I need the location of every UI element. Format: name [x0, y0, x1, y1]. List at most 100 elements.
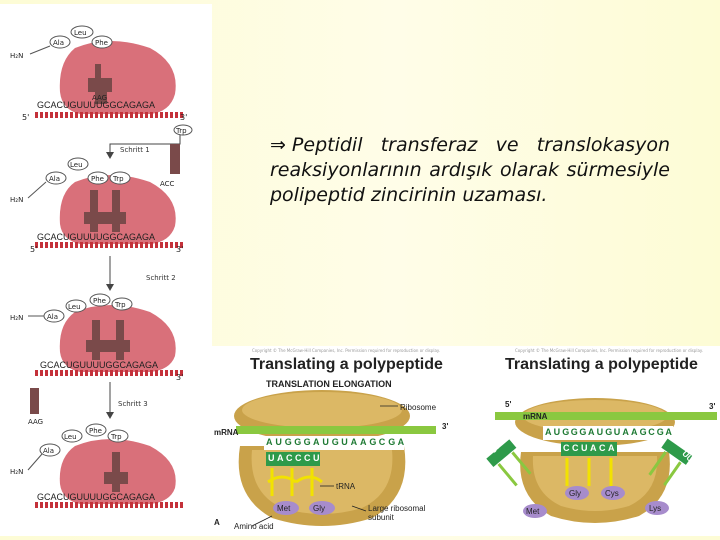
- nterm-0: H₂N: [10, 52, 23, 60]
- anticodon-a-1: A: [277, 453, 284, 463]
- amino-acid-label: Amino acid: [234, 522, 274, 531]
- anticodon-a-3: C: [295, 453, 302, 463]
- codon-b-11: G: [639, 427, 647, 437]
- prime5-b: 5': [505, 400, 512, 409]
- panel-letter-a: A: [214, 518, 220, 527]
- implies-arrow-icon: ⇒: [270, 134, 286, 156]
- aa-ala-3: Ala: [43, 447, 54, 455]
- large-subunit-label: Large ribosomal subunit: [368, 504, 426, 522]
- figure-translation-continued: Copyright © The McGraw-Hill Companies, I…: [485, 346, 720, 536]
- codon-a-11: G: [369, 437, 377, 447]
- codon-b-1: U: [553, 427, 561, 437]
- copyright-a: Copyright © The McGraw-Hill Companies, I…: [252, 348, 440, 353]
- aa-gly-b: Gly: [569, 489, 581, 498]
- nterm-2: H₂N: [10, 314, 23, 322]
- codon-b-0: A: [545, 427, 552, 437]
- prime3-b: 3': [709, 402, 716, 411]
- codon-b-5: A: [588, 427, 595, 437]
- aa-phe-1: Phe: [91, 175, 104, 183]
- anticodon-b-0: C: [563, 443, 570, 453]
- codon-a-3: G: [294, 437, 302, 447]
- prime5-0: 5': [22, 113, 29, 122]
- aa-gly-a: Gly: [313, 504, 325, 513]
- anticodon-a-5: U: [313, 453, 320, 463]
- step-label-1: Schritt 1: [120, 146, 150, 154]
- anticodon-a-2: C: [286, 453, 293, 463]
- anticodon-b-1: C: [572, 443, 579, 453]
- codon-b-6: U: [596, 427, 604, 437]
- anticodon-a-0: U: [268, 453, 275, 463]
- codon-b-9: A: [622, 427, 629, 437]
- figure-a-title: Translating a polypeptide: [250, 356, 443, 373]
- anticodon-b-4: C: [599, 443, 606, 453]
- aa-leu-0: Leu: [74, 29, 87, 37]
- trna-label: tRNA: [336, 482, 356, 491]
- codon-b-13: G: [656, 427, 664, 437]
- statement-text: Peptidil transferaz ve translokasyon rea…: [270, 134, 670, 206]
- anticodon-b-5: A: [608, 443, 615, 453]
- step-label-2: Schritt 2: [146, 274, 176, 282]
- aa-met-b: Met: [526, 507, 540, 516]
- mrna-label-b: mRNA: [523, 412, 548, 421]
- ribosome-label: Ribosome: [400, 403, 437, 412]
- prime3-2: 3': [176, 373, 183, 382]
- codon-a-2: G: [284, 437, 292, 447]
- anticodon-2: AAG: [28, 418, 43, 426]
- figure-a-subtitle: TRANSLATION ELONGATION: [266, 379, 392, 389]
- nterm-3: H₂N: [10, 468, 23, 476]
- prime3-0: 3': [180, 113, 187, 122]
- aa-ala-2: Ala: [47, 313, 58, 321]
- codon-a-6: U: [322, 437, 329, 447]
- mrna-seq-1: GCACUGUUUUGGCAGAGA: [37, 232, 155, 242]
- codon-b-2: G: [562, 427, 570, 437]
- aa-phe-2: Phe: [93, 297, 106, 305]
- mrna-label-a: mRNA: [214, 428, 239, 437]
- aa-leu-2: Leu: [68, 303, 81, 311]
- codon-b-10: A: [631, 427, 638, 437]
- aa-trp-1: Trp: [112, 175, 124, 183]
- step-label-3: Schritt 3: [118, 400, 148, 408]
- codon-a-7: G: [331, 437, 339, 447]
- aa-cys-b: Cys: [605, 489, 619, 498]
- main-statement: ⇒Peptidil transferaz ve translokasyon re…: [270, 133, 670, 208]
- aa-phe-0: Phe: [95, 39, 108, 47]
- codon-b-4: G: [579, 427, 587, 437]
- figure-translation-elongation: Copyright © The McGraw-Hill Companies, I…: [212, 346, 485, 536]
- codon-a-13: G: [388, 437, 396, 447]
- mrna-seq-3: GCACUGUUUUGGCAGAGA: [37, 492, 155, 502]
- codon-a-5: A: [313, 437, 320, 447]
- mrna-seq-0: GCACUGUUUUGGCAGAGA: [37, 100, 155, 110]
- anticodon-b-2: U: [581, 443, 588, 453]
- codon-a-4: G: [303, 437, 311, 447]
- prime3-a: 3': [442, 422, 449, 431]
- codon-a-12: C: [378, 437, 386, 447]
- prime5-1: 5': [30, 245, 37, 254]
- codon-a-10: A: [360, 437, 367, 447]
- aa-met-a: Met: [277, 504, 291, 513]
- anticodon-b-3: A: [590, 443, 597, 453]
- anticodon-1: ACC: [160, 180, 175, 188]
- codon-a-0: A: [266, 437, 273, 447]
- figure-b-title: Translating a polypeptide: [505, 356, 698, 373]
- ribosome-step-2: [35, 305, 185, 376]
- ribosome-step-1: [35, 175, 185, 248]
- codon-a-8: U: [341, 437, 348, 447]
- mrna-seq-2: GCACUGUUUUGGCAGAGA: [40, 360, 158, 370]
- codon-a-1: U: [275, 437, 282, 447]
- aa-phe-3: Phe: [89, 427, 102, 435]
- aa-trp-2: Trp: [114, 301, 126, 309]
- codon-b-8: U: [613, 427, 621, 437]
- prime3-1: 3': [176, 245, 183, 254]
- codon-b-7: G: [605, 427, 613, 437]
- aa-leu-3: Leu: [64, 433, 77, 441]
- codon-b-12: C: [648, 427, 655, 437]
- ribosome-step-3: [35, 439, 185, 508]
- anticodon-0: AAG: [92, 94, 107, 102]
- aa-leu-1: Leu: [70, 161, 83, 169]
- ribosome-step-0: [35, 41, 185, 118]
- aa-ala-0: Ala: [53, 39, 64, 47]
- codon-b-14: A: [665, 427, 672, 437]
- copyright-b: Copyright © The McGraw-Hill Companies, I…: [515, 348, 703, 353]
- anticodon-a-4: C: [304, 453, 311, 463]
- codon-a-14: A: [397, 437, 405, 447]
